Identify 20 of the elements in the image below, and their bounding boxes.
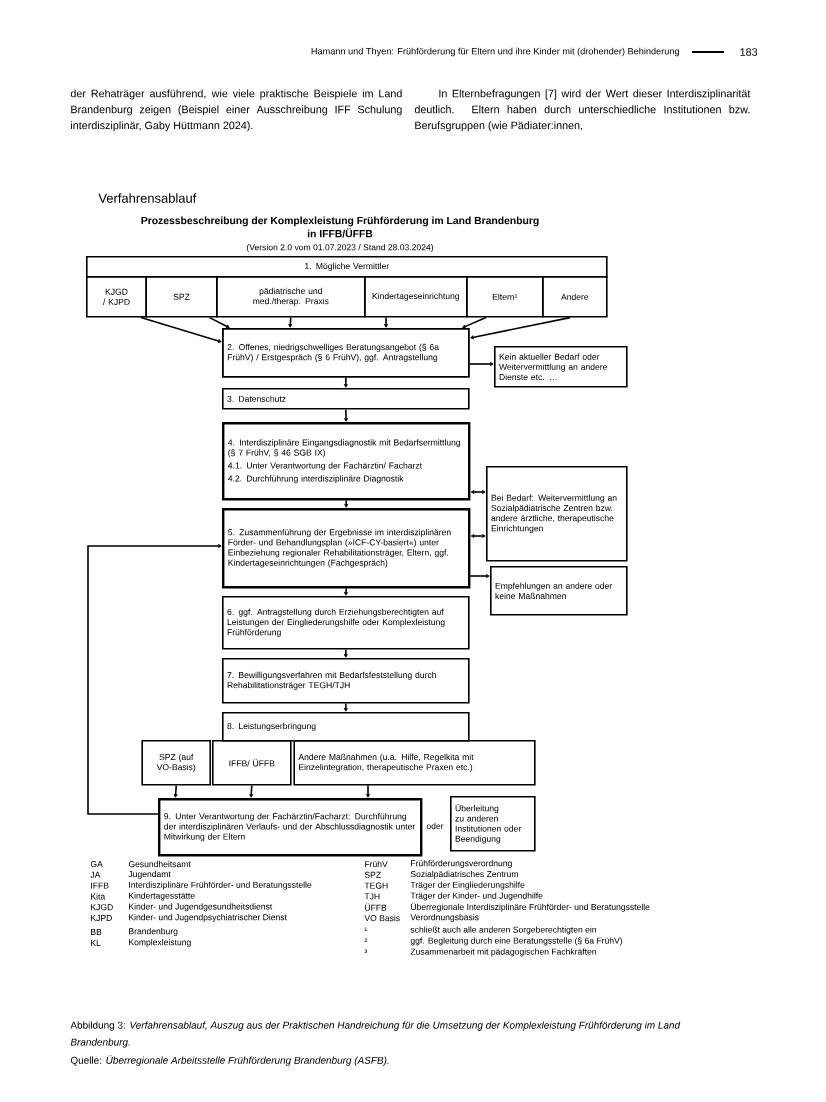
arrow <box>384 316 388 328</box>
arrow <box>462 316 487 329</box>
arrow <box>173 784 178 798</box>
arrow <box>288 316 293 328</box>
arrow <box>208 316 230 329</box>
arrow <box>249 784 254 798</box>
arrow <box>343 648 348 658</box>
arrow <box>469 574 490 578</box>
arrow <box>470 316 571 340</box>
arrow <box>343 702 348 712</box>
arrow <box>366 784 370 798</box>
arrow <box>344 408 349 422</box>
arrow <box>344 587 348 596</box>
arrow <box>344 499 349 508</box>
double-arrow <box>470 534 486 538</box>
arrow <box>469 362 494 366</box>
double-arrow <box>470 490 486 494</box>
arrow <box>87 544 222 815</box>
arrow <box>343 377 348 388</box>
arrow <box>140 316 222 343</box>
